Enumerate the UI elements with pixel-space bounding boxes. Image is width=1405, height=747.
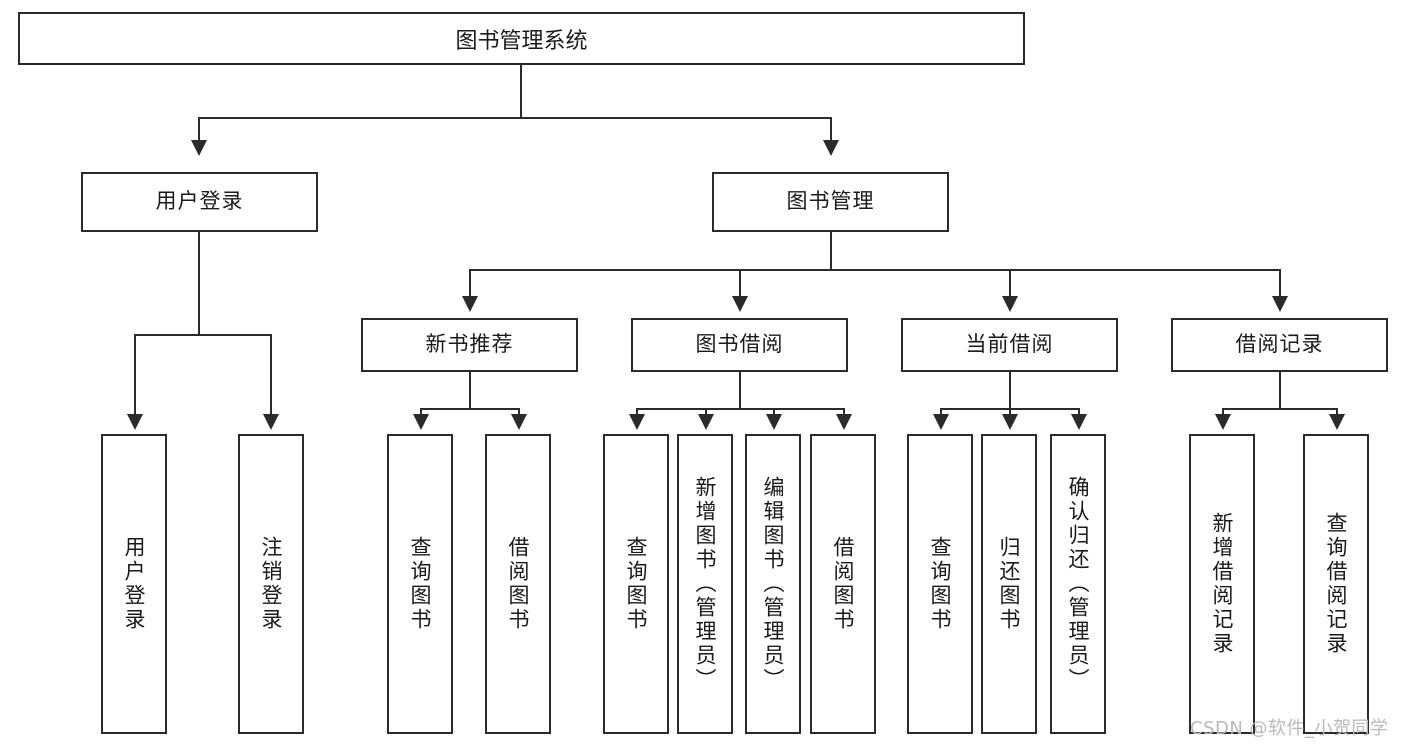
arrowhead-leaf-query-book-3	[933, 414, 949, 430]
connector-new-book-rec-leaf-1	[420, 408, 422, 418]
node-leaf-query-book-3-label: 查询图书	[928, 536, 953, 632]
connector-to-book-borrow	[739, 269, 741, 300]
arrowhead-borrow-record	[1272, 296, 1288, 312]
node-leaf-confirm-return-label: 确认归还（管理员）	[1066, 476, 1091, 692]
arrowhead-leaf-query-book-2	[629, 414, 645, 430]
node-leaf-query-book-1[interactable]: 查询图书	[387, 434, 453, 734]
node-leaf-add-record[interactable]: 新增借阅记录	[1189, 434, 1255, 734]
node-root-system[interactable]: 图书管理系统	[18, 12, 1025, 65]
node-current-borrow-label: 当前借阅	[965, 332, 1054, 357]
arrowhead-leaf-query-record	[1329, 414, 1345, 430]
connector-to-borrow-record	[1279, 269, 1281, 300]
connector-user-login-leaf-1	[134, 334, 136, 418]
node-leaf-edit-book-label: 编辑图书（管理员）	[761, 476, 786, 692]
node-new-book-rec-label: 新书推荐	[425, 332, 514, 357]
connector-book-borrow-bar	[636, 408, 843, 410]
node-leaf-query-book-1-label: 查询图书	[408, 536, 433, 632]
connector-level2-bar	[469, 269, 1280, 271]
node-user-login[interactable]: 用户登录	[81, 172, 318, 232]
node-leaf-borrow-book-2-label: 借阅图书	[831, 536, 856, 632]
node-leaf-edit-book[interactable]: 编辑图书（管理员）	[745, 434, 801, 734]
connector-book-manage-stem	[830, 232, 832, 271]
connector-new-book-rec-stem	[469, 372, 471, 410]
connector-user-login-bar	[134, 334, 270, 336]
node-book-borrow-label: 图书借阅	[695, 332, 784, 357]
connector-new-book-rec-bar	[420, 408, 518, 410]
connector-borrow-record-bar	[1222, 408, 1336, 410]
arrowhead-leaf-add-record	[1215, 414, 1231, 430]
node-leaf-add-book-label: 新增图书（管理员）	[693, 476, 718, 692]
node-leaf-borrow-book-2[interactable]: 借阅图书	[810, 434, 876, 734]
connector-borrow-record-leaf-1	[1222, 408, 1224, 418]
connector-new-book-rec-leaf-2	[518, 408, 520, 418]
node-leaf-user-logout[interactable]: 注销登录	[238, 434, 304, 734]
node-user-login-label: 用户登录	[155, 189, 244, 214]
arrowhead-leaf-return-book	[1002, 414, 1018, 430]
node-book-borrow[interactable]: 图书借阅	[631, 318, 848, 372]
node-leaf-borrow-book-1-label: 借阅图书	[506, 536, 531, 632]
node-leaf-return-book[interactable]: 归还图书	[981, 434, 1037, 734]
node-leaf-user-login-label: 用户登录	[122, 536, 147, 632]
connector-to-new-book-rec	[469, 269, 471, 300]
node-leaf-user-logout-label: 注销登录	[259, 536, 284, 632]
arrowhead-current-borrow	[1002, 296, 1018, 312]
node-book-manage[interactable]: 图书管理	[712, 172, 949, 232]
arrowhead-leaf-confirm-return	[1071, 414, 1087, 430]
connector-level1-bar	[198, 117, 832, 119]
arrowhead-leaf-edit-book	[766, 414, 782, 430]
node-current-borrow[interactable]: 当前借阅	[901, 318, 1118, 372]
connector-borrow-record-stem	[1279, 372, 1281, 410]
connector-user-login-leaf-2	[270, 334, 272, 418]
node-new-book-rec[interactable]: 新书推荐	[361, 318, 578, 372]
arrowhead-leaf-user-logout	[263, 414, 279, 430]
connector-book-borrow-leaf-1	[636, 408, 638, 418]
connector-book-borrow-leaf-4	[843, 408, 845, 418]
arrowhead-leaf-borrow-book-2	[836, 414, 852, 430]
node-leaf-confirm-return[interactable]: 确认归还（管理员）	[1050, 434, 1106, 734]
arrowhead-leaf-query-book-1	[413, 414, 429, 430]
connector-current-borrow-leaf-2	[1009, 408, 1011, 418]
node-leaf-query-book-3[interactable]: 查询图书	[907, 434, 973, 734]
arrowhead-book-manage	[823, 140, 839, 156]
node-book-manage-label: 图书管理	[786, 189, 875, 214]
arrowhead-leaf-user-login	[127, 414, 143, 430]
node-root-label: 图书管理系统	[455, 28, 588, 54]
node-leaf-borrow-book-1[interactable]: 借阅图书	[485, 434, 551, 734]
connector-user-login-stem	[198, 232, 200, 335]
node-borrow-record[interactable]: 借阅记录	[1171, 318, 1388, 372]
node-leaf-query-book-2[interactable]: 查询图书	[603, 434, 669, 734]
node-leaf-query-book-2-label: 查询图书	[624, 536, 649, 632]
arrowhead-new-book-rec	[462, 296, 478, 312]
connector-book-borrow-leaf-3	[773, 408, 775, 418]
connector-to-user-login	[198, 117, 200, 144]
connector-current-borrow-leaf-1	[940, 408, 942, 418]
node-leaf-add-book[interactable]: 新增图书（管理员）	[677, 434, 733, 734]
arrowhead-user-login	[191, 140, 207, 156]
connector-to-book-manage	[830, 117, 832, 144]
csdn-watermark: CSDN @软件_小贺同学	[1190, 718, 1389, 739]
node-leaf-query-record[interactable]: 查询借阅记录	[1303, 434, 1369, 734]
node-leaf-user-login[interactable]: 用户登录	[101, 434, 167, 734]
connector-book-borrow-leaf-2	[705, 408, 707, 418]
arrowhead-leaf-borrow-book-1	[511, 414, 527, 430]
node-borrow-record-label: 借阅记录	[1235, 332, 1324, 357]
node-leaf-add-record-label: 新增借阅记录	[1210, 512, 1235, 656]
connector-book-borrow-stem	[739, 372, 741, 410]
arrowhead-leaf-add-book	[698, 414, 714, 430]
node-leaf-query-record-label: 查询借阅记录	[1324, 512, 1349, 656]
connector-root-stem	[520, 65, 522, 118]
connector-to-current-borrow	[1009, 269, 1011, 300]
node-leaf-return-book-label: 归还图书	[997, 536, 1022, 632]
connector-current-borrow-leaf-3	[1078, 408, 1080, 418]
connector-borrow-record-leaf-2	[1336, 408, 1338, 418]
arrowhead-book-borrow	[732, 296, 748, 312]
connector-current-borrow-stem	[1009, 372, 1011, 410]
